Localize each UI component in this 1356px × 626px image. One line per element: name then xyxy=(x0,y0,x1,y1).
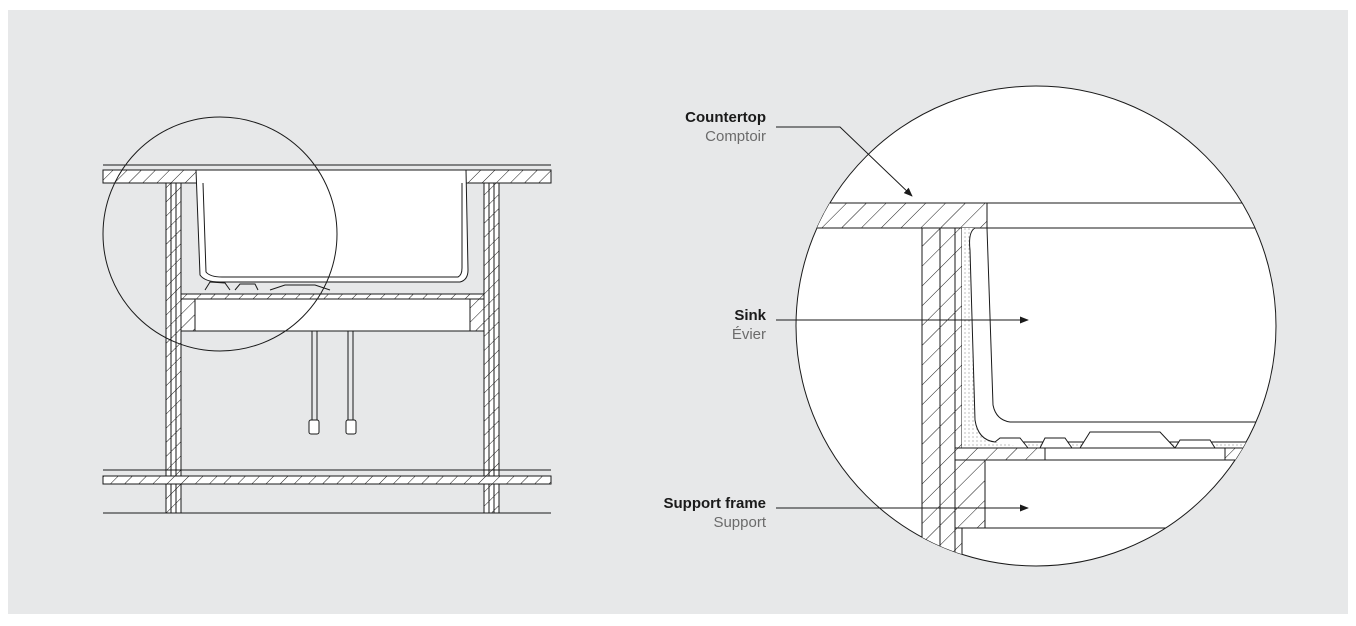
countertop-label: Countertop Comptoir xyxy=(685,108,766,146)
sink-label-fr: Évier xyxy=(731,326,766,343)
magnifier-circle xyxy=(102,116,338,352)
support-frame-label-fr: Support xyxy=(713,514,766,531)
countertop-label-en: Countertop xyxy=(685,109,766,126)
sink-overview xyxy=(195,169,469,283)
right-cabinet-wall xyxy=(483,182,500,514)
countertop-leader xyxy=(776,126,913,197)
detail-circle xyxy=(795,85,1277,567)
pipe-valve-right xyxy=(345,419,357,435)
sink-label: Sink Évier xyxy=(732,306,766,344)
pipe-valve-left xyxy=(308,419,320,435)
countertop-detail xyxy=(796,202,988,229)
leader-lines xyxy=(776,126,1029,512)
floor-overview xyxy=(102,475,552,485)
support-frame-label-en: Support frame xyxy=(663,495,766,512)
left-cabinet-wall xyxy=(165,182,182,514)
detail-section xyxy=(796,202,1276,566)
overview-section xyxy=(102,116,552,514)
sink-label-en: Sink xyxy=(734,307,766,324)
support-frame-label: Support frame Support xyxy=(663,494,766,532)
support-frame-overview xyxy=(180,293,485,300)
sink-detail xyxy=(986,227,1276,423)
countertop-label-fr: Comptoir xyxy=(705,128,766,145)
